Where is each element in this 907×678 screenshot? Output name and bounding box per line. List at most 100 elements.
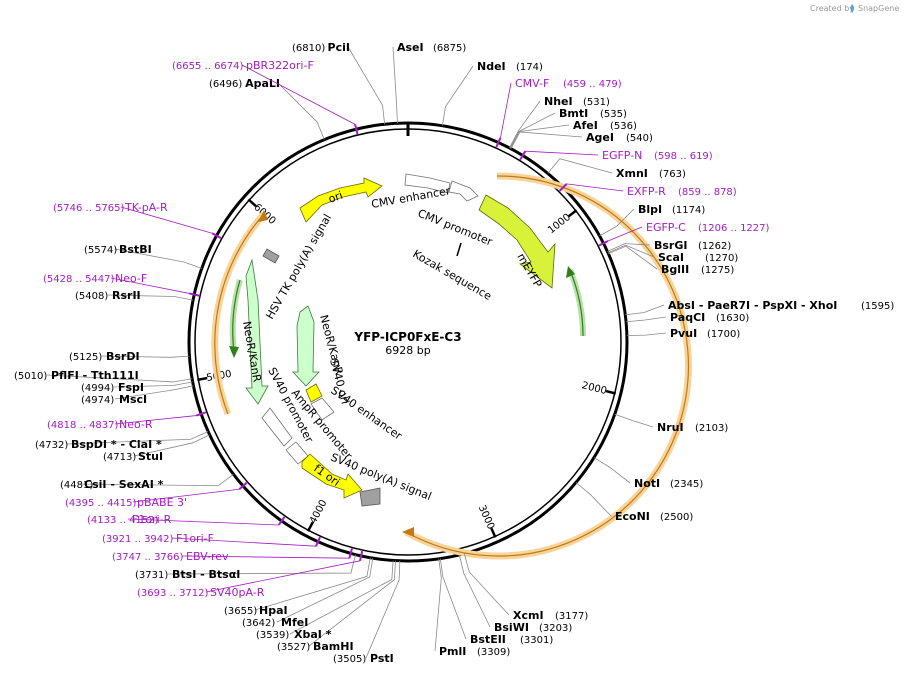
orf-left-arc: [214, 213, 265, 415]
restriction-site-position: (4481): [60, 480, 93, 491]
primer-position: (1206 .. 1227): [698, 223, 770, 234]
feature-sv40-enhancer-arrow: [310, 397, 335, 421]
tick-mark: [306, 521, 314, 532]
restriction-site-name: BsiWI: [494, 621, 529, 634]
tick-label: 3000: [476, 504, 496, 532]
restriction-site-name: BstBI: [119, 243, 152, 256]
restriction-site-position: (1700): [707, 329, 740, 340]
feature-meyfp-arrow: [478, 194, 556, 289]
restriction-site-name: BamHI: [313, 640, 354, 653]
primer-marker: [277, 516, 286, 526]
restriction-site-name: PvuI: [670, 327, 697, 340]
primer-name: EGFP-N: [602, 149, 642, 162]
primer-marker: [315, 536, 321, 547]
site-leader: [458, 554, 491, 628]
restriction-site-name: NruI: [657, 421, 684, 434]
primer-position: (3747 .. 3766): [112, 552, 184, 563]
site-leader: [510, 131, 583, 149]
site-leader: [607, 243, 651, 252]
restriction-site-name: StuI: [138, 450, 163, 463]
site-leader: [575, 482, 612, 517]
restriction-site-name: BsrGI: [654, 239, 687, 252]
restriction-site-position: (3309): [477, 647, 510, 658]
site-leader: [626, 316, 667, 323]
orf-main-arrowhead: [402, 527, 414, 537]
primer-leader: [241, 64, 356, 125]
restriction-site-position: (540): [626, 133, 653, 144]
restriction-site-name: XcmI: [513, 609, 544, 622]
orf-green-left-arrowhead: [229, 346, 239, 358]
primer-position: (4133 .. 4152): [87, 515, 159, 526]
restriction-site-name: EcoNI: [615, 510, 650, 523]
primer-marker: [495, 137, 502, 148]
feature-sv40-polya-box: [359, 487, 381, 507]
restriction-site-name: BglII: [661, 263, 689, 276]
feature-cmv-enhancer-arrow: [404, 173, 451, 194]
restriction-site-name: AgeI: [586, 131, 614, 144]
primer-position: (4395 .. 4415): [65, 498, 137, 509]
restriction-site-position: (3731): [135, 570, 168, 581]
tick-mark: [605, 389, 617, 395]
restriction-site-position: (531): [583, 97, 610, 108]
feature-label-ori: ori: [327, 189, 345, 206]
backbone-outer-ring: [187, 121, 629, 563]
orf-arcs: [211, 172, 692, 560]
primer-leader: [566, 183, 624, 192]
site-leader: [107, 294, 194, 301]
primer-name: Neo-F: [115, 272, 147, 285]
restriction-site-position: (4732): [35, 440, 68, 451]
tick-label: 4000: [308, 498, 330, 526]
primer-name: F1ori-F: [176, 532, 214, 545]
primer-leader: [205, 560, 361, 593]
feature-label-hsv-tk-polya: HSV TK poly(A) signal: [263, 212, 334, 322]
feature-label-cmv-enhancer: CMV enhancer: [370, 184, 451, 211]
primer-position: (3921 .. 3942): [102, 534, 174, 545]
restriction-site-position: (4994): [81, 383, 114, 394]
snapgene-logo-icon: [850, 4, 854, 13]
restriction-site-name: AbsI - PaeR7I - PspXI - XhoI: [668, 299, 837, 312]
restriction-site-position: (1275): [701, 265, 734, 276]
primer-marker: [196, 411, 207, 417]
primer-leader: [127, 518, 279, 526]
restriction-site-position: (5010): [14, 371, 47, 382]
restriction-site-position: (6496): [209, 79, 242, 90]
primer-name: EGFP-C: [646, 221, 686, 234]
primer-marker: [558, 183, 568, 192]
plasmid-name: YFP-ICP0FxE-C3: [353, 330, 461, 344]
restriction-site-name: PciI: [328, 41, 350, 54]
tick-mark: [490, 527, 497, 538]
restriction-site-position: (5125): [69, 352, 102, 363]
restriction-site-position: (6875): [433, 43, 466, 54]
restriction-site-position: (1595): [861, 301, 894, 312]
site-leader: [547, 158, 613, 174]
primer-position: (598 .. 619): [654, 151, 713, 162]
restriction-site-name: PaqCI: [670, 311, 705, 324]
credit-text: Created by: [810, 4, 854, 13]
site-leader: [365, 560, 401, 659]
restriction-site-position: (2500): [660, 512, 693, 523]
restriction-site-name: CsiI - SexAI *: [84, 478, 164, 491]
credit-brand: SnapGene: [858, 4, 899, 13]
restriction-site-position: (3203): [539, 623, 572, 634]
site-leader: [439, 558, 467, 640]
site-leader: [509, 100, 541, 149]
site-leader: [392, 46, 398, 124]
site-leader: [308, 560, 396, 647]
restriction-site-name: MscI: [119, 393, 147, 406]
primer-position: (4818 .. 4837): [47, 420, 119, 431]
site-leader: [608, 245, 658, 270]
restriction-site-name: NotI: [634, 477, 660, 490]
plasmid-size: 6928 bp: [385, 344, 430, 357]
primer-leader: [181, 555, 350, 559]
restriction-site-position: (3177): [555, 611, 588, 622]
restriction-site-name: ApaLI: [245, 77, 280, 90]
tick-mark: [567, 209, 578, 218]
tick-label: 2000: [581, 380, 608, 397]
site-leader: [114, 385, 194, 400]
site-leader: [463, 553, 510, 616]
site-leader: [347, 46, 386, 125]
restriction-site-position: (536): [610, 121, 637, 132]
site-leader: [277, 82, 325, 140]
site-leader: [167, 554, 356, 575]
